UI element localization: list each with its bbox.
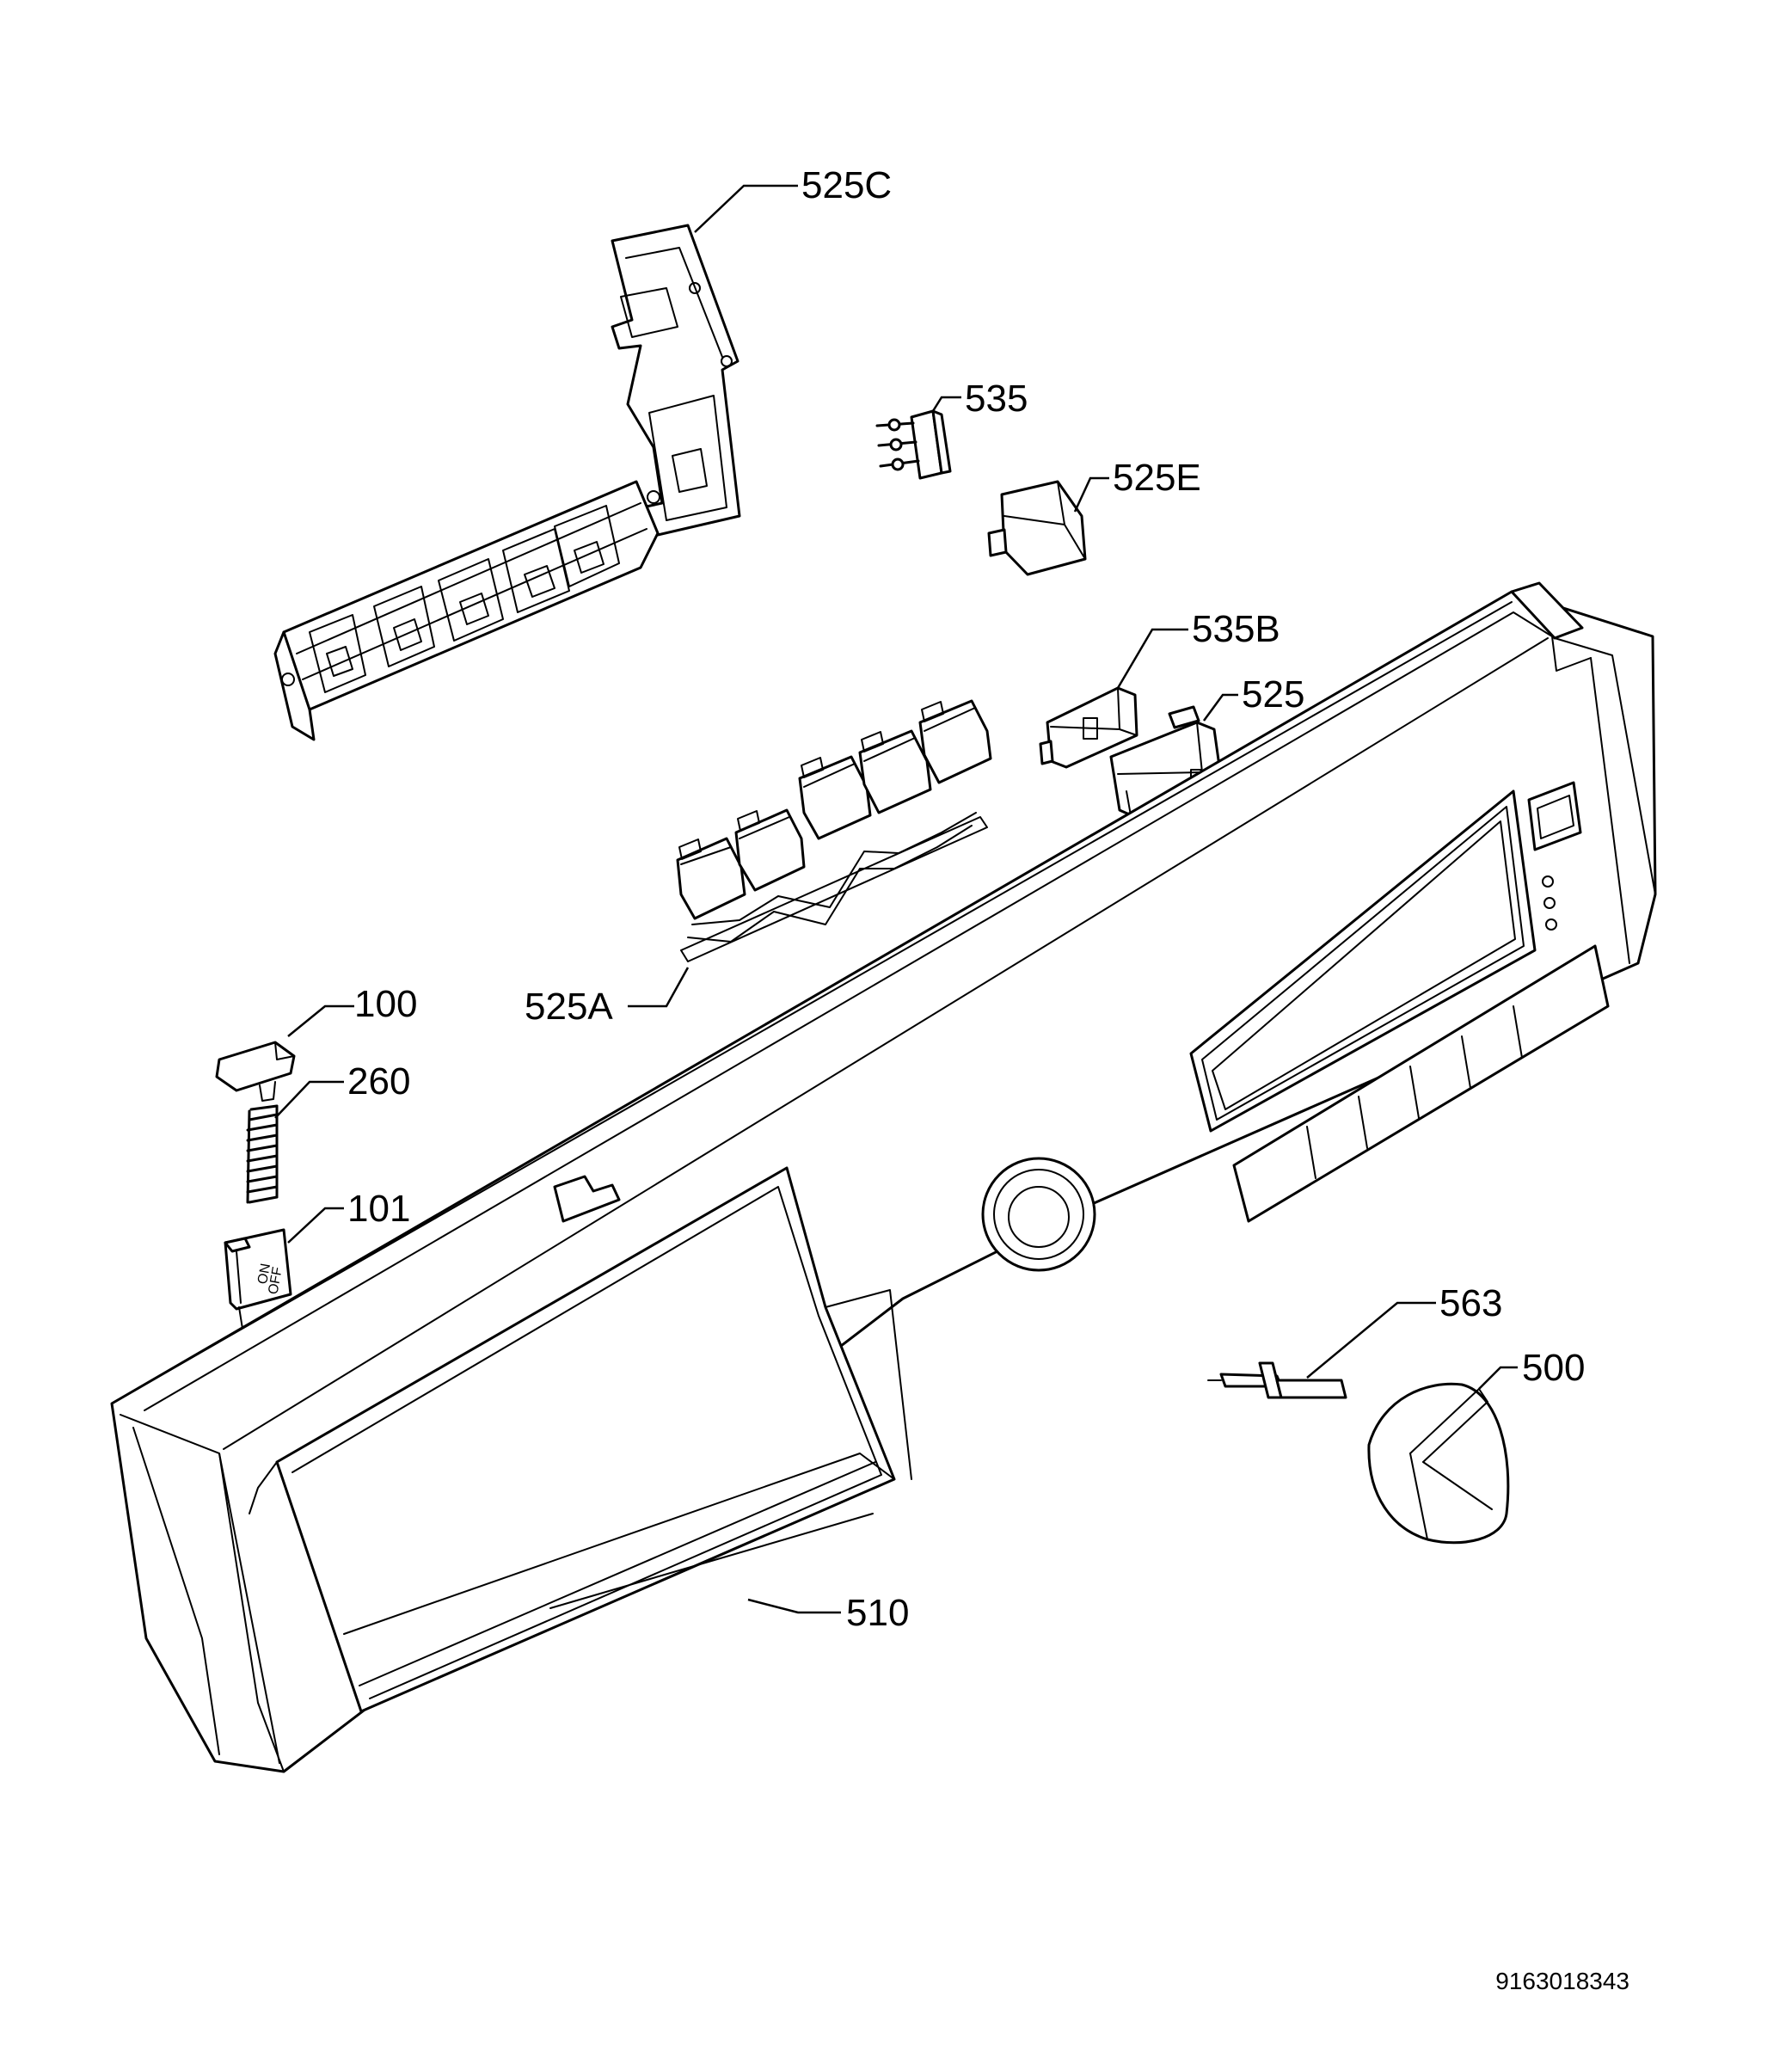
part-535b-holder — [1039, 686, 1138, 769]
part-525c-button-bracket — [273, 224, 741, 741]
label-525e: 525E — [1113, 457, 1201, 499]
label-100: 100 — [354, 983, 417, 1025]
leader-lines — [274, 184, 1518, 1614]
document-number: 9163018343 — [1495, 1968, 1629, 1994]
label-525a: 525A — [525, 986, 613, 1028]
part-535-connector — [875, 409, 952, 480]
part-510-control-panel — [110, 581, 1657, 1773]
part-525a-key-row — [676, 699, 992, 962]
label-525: 525 — [1242, 673, 1304, 716]
part-563-shaft — [1207, 1361, 1347, 1399]
label-510: 510 — [846, 1592, 909, 1634]
label-101: 101 — [347, 1188, 410, 1230]
switch-on-text: ON — [255, 1262, 273, 1286]
label-525c: 525C — [801, 164, 892, 206]
part-260-spring — [246, 1104, 279, 1204]
label-563: 563 — [1439, 1282, 1502, 1324]
label-535b: 535B — [1192, 608, 1280, 650]
part-525-key — [1109, 705, 1223, 831]
label-500: 500 — [1522, 1347, 1585, 1389]
part-101-on-off-button: ON OFF — [224, 1228, 292, 1330]
part-500-knob — [1367, 1382, 1510, 1545]
switch-off-text: OFF — [266, 1266, 285, 1296]
label-260: 260 — [347, 1060, 410, 1103]
label-535: 535 — [965, 378, 1028, 420]
part-100-switch-cap — [215, 1041, 296, 1102]
part-525e-key — [987, 480, 1087, 576]
